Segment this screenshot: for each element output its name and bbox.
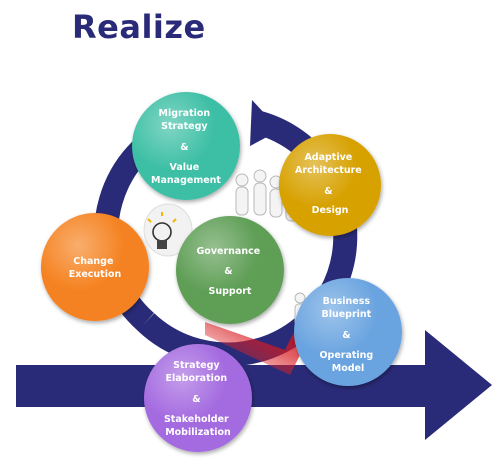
node-line: Change <box>73 256 113 267</box>
node-line: Architecture <box>295 165 362 176</box>
node-line: Adaptive <box>304 152 352 163</box>
page-title: Realize <box>72 8 206 46</box>
node-line: Design <box>312 205 349 216</box>
horizontal-arrow <box>16 330 492 440</box>
node-strategy-elaboration: Strategy Elaboration & Stakeholder Mobil… <box>144 344 252 452</box>
node-adaptive-architecture: Adaptive Architecture & Design <box>279 134 381 236</box>
node-label: Adaptive Architecture & Design <box>295 152 365 216</box>
node-label: Governance & Support <box>197 246 264 297</box>
node-business-blueprint: Business Blueprint & Operating Model <box>294 278 402 386</box>
node-line: Model <box>332 363 364 374</box>
node-line: Strategy <box>161 121 208 132</box>
node-line: Migration <box>158 108 210 119</box>
node-line: & <box>224 266 232 277</box>
node-migration-strategy: Migration Strategy & Value Management <box>132 92 240 200</box>
node-label: Strategy Elaboration & Stakeholder Mobil… <box>164 360 232 438</box>
node-line: Mobilization <box>165 427 231 438</box>
node-line: & <box>324 186 332 197</box>
node-line: Support <box>209 286 252 297</box>
node-line: Management <box>151 175 221 186</box>
node-governance-support: Governance & Support <box>176 216 284 324</box>
node-line: Value <box>169 162 199 173</box>
node-label: Migration Strategy & Value Management <box>151 108 221 186</box>
node-label: Business Blueprint & Operating Model <box>319 296 376 374</box>
node-change-execution: Change Execution <box>41 213 149 321</box>
node-line: Business <box>323 296 371 307</box>
node-line: Elaboration <box>166 373 228 384</box>
node-line: Strategy <box>173 360 220 371</box>
node-line: & <box>180 142 188 153</box>
node-line: Stakeholder <box>164 414 229 425</box>
node-line: & <box>342 330 350 341</box>
node-line: Governance <box>197 246 261 257</box>
lightbulb-icon <box>143 203 193 257</box>
node-line: Execution <box>69 269 122 280</box>
node-line: Blueprint <box>321 309 371 320</box>
node-line: Operating <box>319 350 373 361</box>
node-line: & <box>192 394 200 405</box>
node-label: Change Execution <box>69 256 122 280</box>
